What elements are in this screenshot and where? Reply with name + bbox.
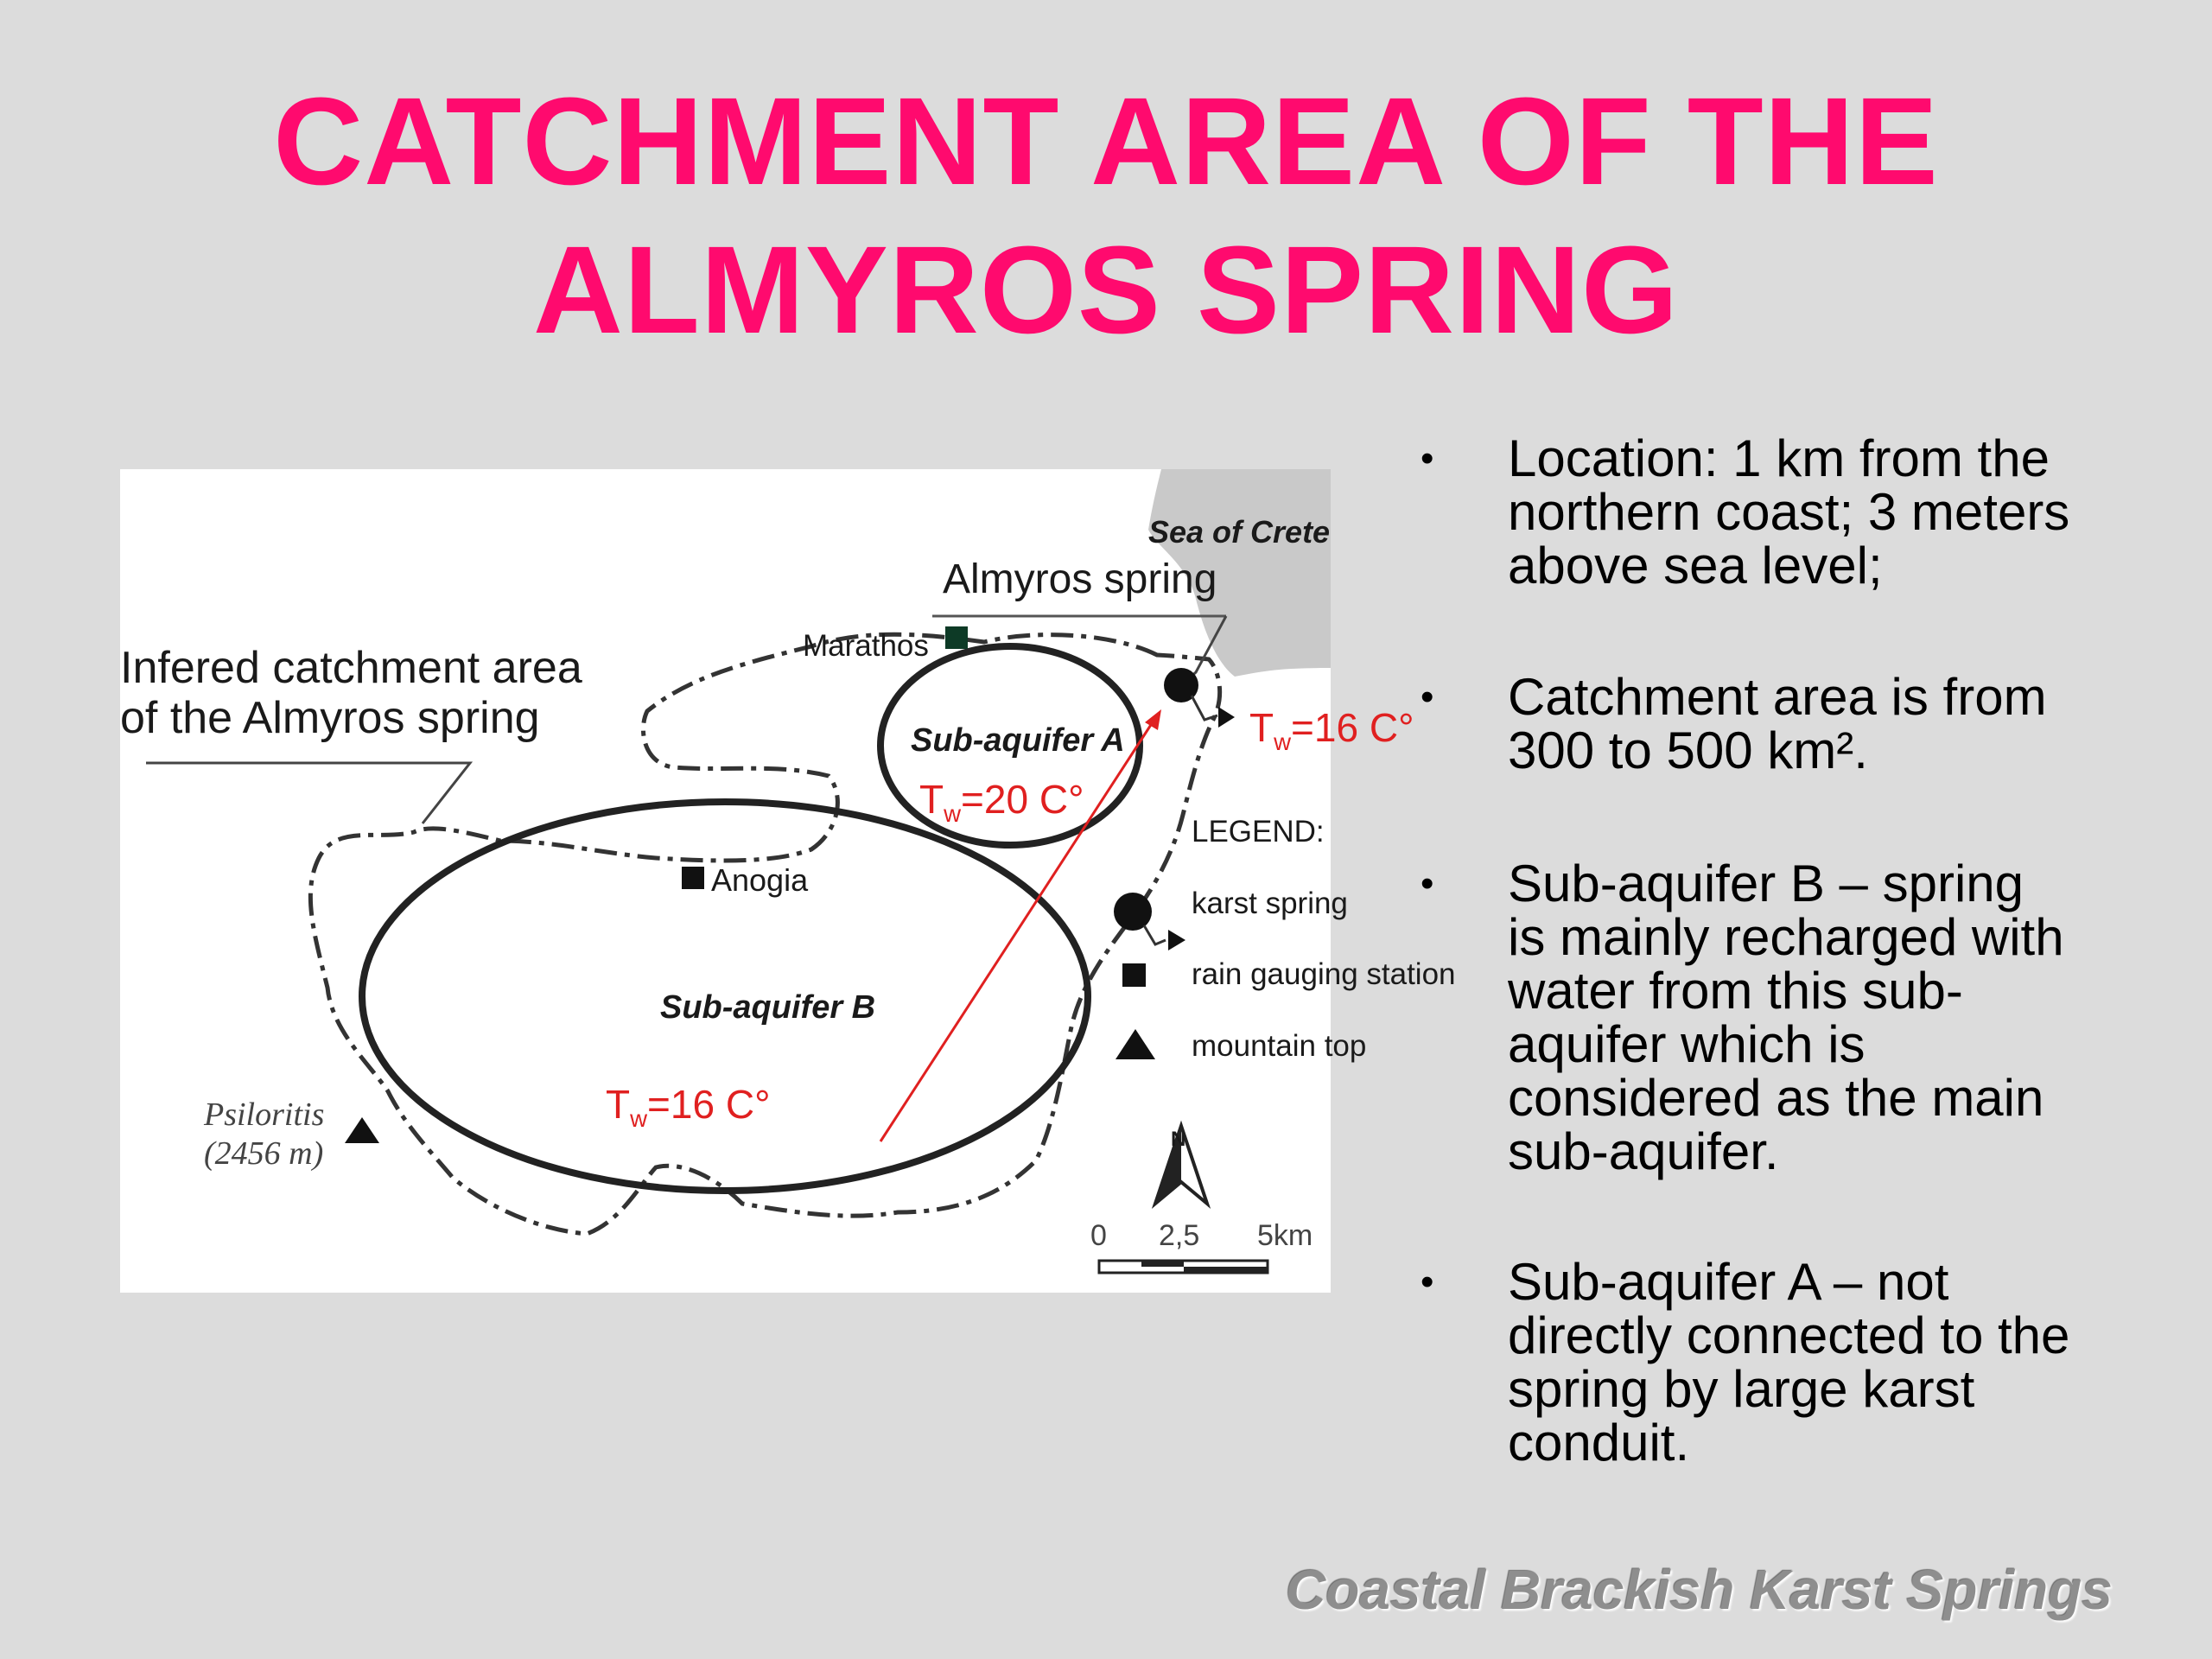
legend-spring-arrow bbox=[1168, 930, 1185, 950]
legend-spring-icon bbox=[1114, 893, 1152, 931]
sea-area bbox=[1148, 469, 1331, 677]
flow-arrow-line bbox=[879, 715, 1159, 1142]
scale-label-5km: 5km bbox=[1257, 1219, 1313, 1252]
bullet-sub-aquifer-a: • Sub-aquifer A – not directly connected… bbox=[1417, 1255, 2069, 1470]
bullet-line: sub-aquifer. bbox=[1508, 1122, 1779, 1180]
legend-item-karst-spring: karst spring bbox=[1192, 887, 1348, 920]
catchment-label-line-1: Infered catchment area bbox=[120, 643, 582, 693]
bullet-line: water from this sub- bbox=[1508, 962, 1963, 1020]
bullet-line: spring by large karst bbox=[1508, 1360, 1975, 1418]
spring-label: Almyros spring bbox=[943, 556, 1217, 602]
north-arrow-fill bbox=[1155, 1126, 1181, 1204]
legend-mountain-icon bbox=[1116, 1029, 1155, 1059]
bullet-line: Catchment area is from bbox=[1508, 668, 2047, 726]
title-line-1: CATCHMENT AREA OF THE bbox=[273, 72, 1939, 211]
bullet-line: aquifer which is bbox=[1508, 1015, 1866, 1073]
anogia-station bbox=[682, 867, 704, 889]
temp-sub-aquifer-a: Tw=20 C° bbox=[919, 777, 1084, 828]
catchment-map: Sea of Crete Almyros spring Marathos Ano… bbox=[120, 469, 1456, 1293]
bullet-line: northern coast; 3 meters bbox=[1508, 483, 2070, 541]
marathos-label: Marathos bbox=[803, 629, 929, 663]
legend-title: LEGEND: bbox=[1192, 815, 1325, 849]
map-drawing bbox=[146, 469, 1331, 1274]
legend-item-mountain-top: mountain top bbox=[1192, 1029, 1367, 1063]
bullet-dot: • bbox=[1421, 1261, 1434, 1303]
sub-aquifer-b-outline bbox=[359, 798, 1091, 1194]
bullet-line: conduit. bbox=[1508, 1414, 1690, 1471]
bullet-dot: • bbox=[1421, 437, 1434, 480]
psiloritis-name: Psiloritis bbox=[204, 1096, 325, 1133]
scale-label-2-5: 2,5 bbox=[1159, 1219, 1200, 1252]
psiloritis-height: (2456 m) bbox=[204, 1135, 324, 1172]
legend-spring-line bbox=[1142, 925, 1166, 946]
flow-arrow-head bbox=[1145, 709, 1161, 730]
bullet-line: is mainly recharged with bbox=[1508, 908, 2064, 966]
bullet-line: Sub-aquifer B – spring bbox=[1508, 855, 2024, 912]
psiloritis-marker bbox=[345, 1117, 379, 1143]
slide-title: CATCHMENT AREA OF THE ALMYROS SPRING bbox=[0, 67, 2212, 365]
anogia-label: Anogia bbox=[711, 862, 809, 898]
bullet-sub-aquifer-b: • Sub-aquifer B – spring is mainly recha… bbox=[1417, 857, 2064, 1179]
sea-label: Sea of Crete bbox=[1148, 514, 1331, 550]
bullet-dot: • bbox=[1421, 676, 1434, 718]
sub-aquifer-b-label: Sub-aquifer B bbox=[660, 989, 876, 1026]
bullet-line: 300 to 500 km². bbox=[1508, 721, 1868, 779]
legend-station-icon bbox=[1122, 963, 1146, 987]
karst-spring-marker bbox=[1164, 668, 1198, 702]
spring-flow-arrow bbox=[1218, 707, 1235, 728]
catchment-boundary bbox=[308, 632, 1223, 1236]
bullet-line: directly connected to the bbox=[1508, 1306, 2070, 1364]
catchment-label-line-2: of the Almyros spring bbox=[120, 693, 540, 743]
scale-bar-segment bbox=[1141, 1261, 1184, 1267]
title-line-2: ALMYROS SPRING bbox=[532, 220, 1680, 359]
catchment-pointer bbox=[146, 761, 474, 824]
sub-aquifer-a-outline bbox=[877, 643, 1143, 849]
north-label: N bbox=[1171, 1128, 1186, 1151]
bullet-dot: • bbox=[1421, 862, 1434, 905]
scale-bar-segment bbox=[1184, 1267, 1268, 1273]
bullet-line: Location: 1 km from the bbox=[1508, 429, 2050, 487]
bullet-line: above sea level; bbox=[1508, 537, 1883, 594]
spring-flow-line bbox=[1190, 695, 1218, 721]
footer-title: Coastal Brackish Karst Springs bbox=[1286, 1559, 2113, 1621]
bullet-catchment-area: • Catchment area is from 300 to 500 km². bbox=[1417, 671, 2047, 778]
temp-spring: Tw=16 C° bbox=[1249, 705, 1414, 756]
legend-item-rain-station: rain gauging station bbox=[1192, 957, 1456, 991]
scale-label-0: 0 bbox=[1090, 1219, 1107, 1252]
sub-aquifer-a-label: Sub-aquifer A bbox=[911, 722, 1125, 759]
temp-sub-aquifer-b: Tw=16 C° bbox=[606, 1082, 771, 1133]
marathos-station bbox=[945, 626, 968, 649]
bullet-line: Sub-aquifer A – not bbox=[1508, 1253, 1949, 1311]
bullet-location: • Location: 1 km from the northern coast… bbox=[1417, 432, 2069, 593]
bullet-line: considered as the main bbox=[1508, 1069, 2044, 1127]
